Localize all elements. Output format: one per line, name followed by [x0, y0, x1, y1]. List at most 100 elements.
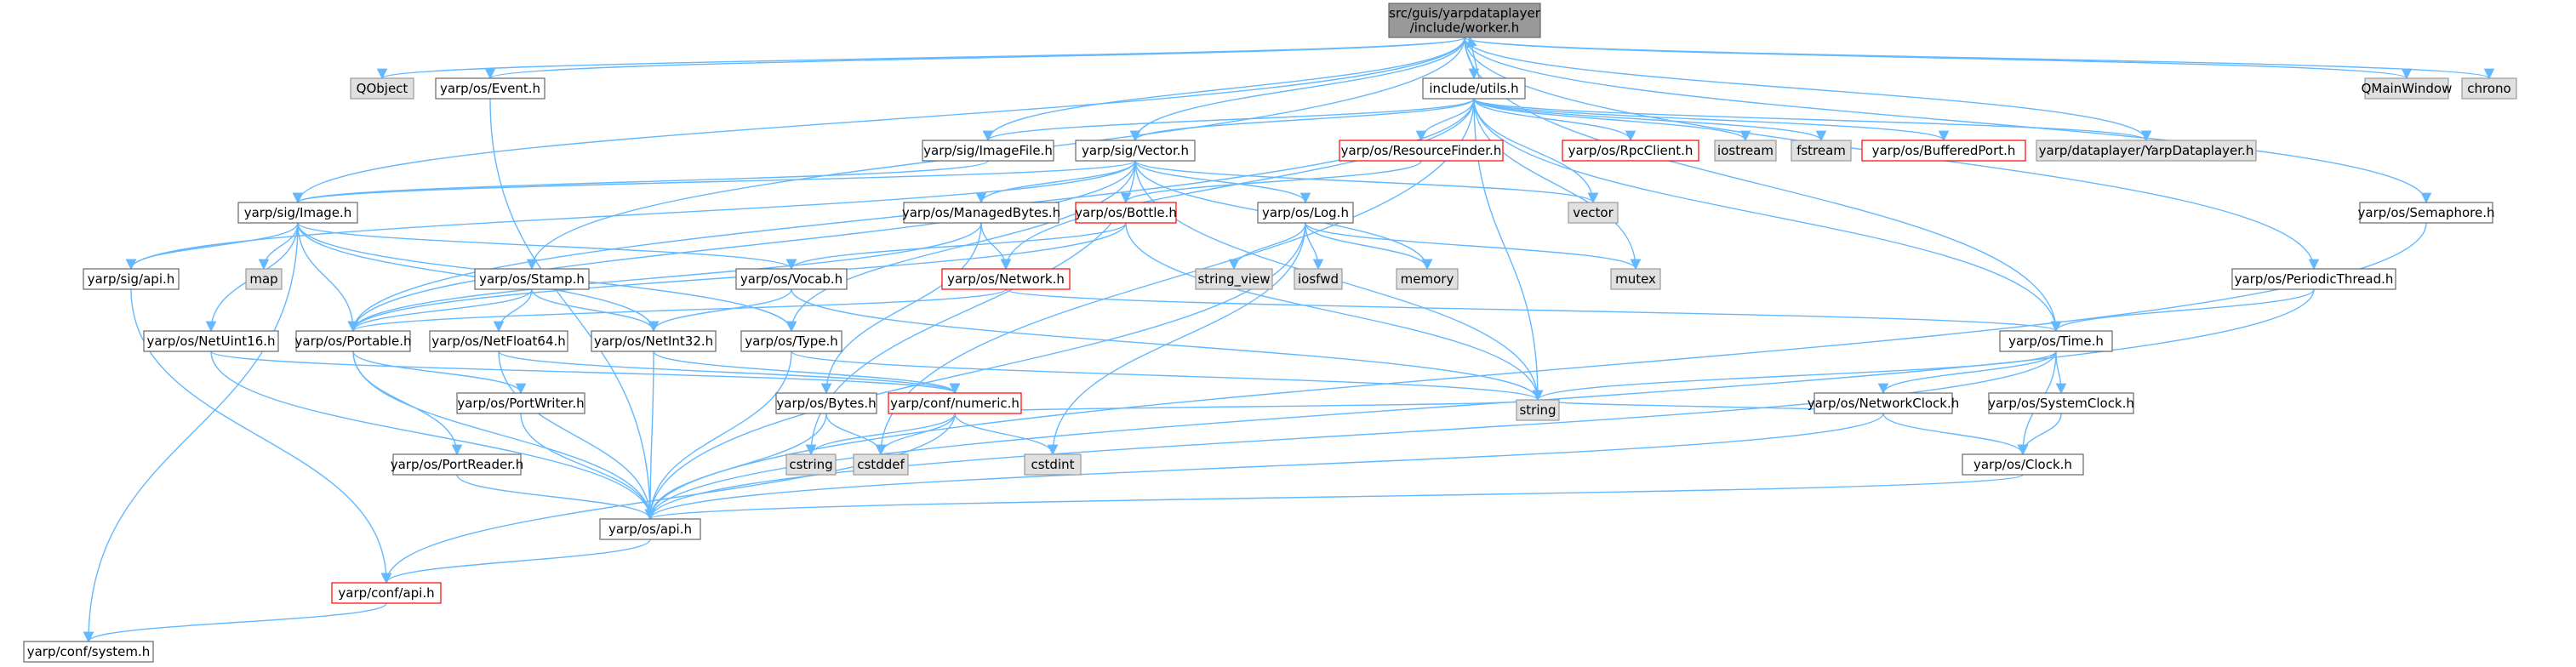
- node-osapi[interactable]: yarp/os/api.h: [599, 518, 701, 540]
- node-time[interactable]: yarp/os/Time.h: [1999, 330, 2113, 352]
- node-confsystem[interactable]: yarp/conf/system.h: [23, 641, 154, 663]
- node-box: [922, 140, 1054, 162]
- node-sigimage[interactable]: yarp/sig/Image.h: [237, 202, 358, 224]
- edge-worker-to-time: [1464, 37, 2062, 333]
- edge-confnumeric-to-cstring: [805, 413, 956, 456]
- node-cstdint: cstdint: [1024, 453, 1082, 476]
- node-network[interactable]: yarp/os/Network.h: [941, 268, 1071, 290]
- edge-utils-to-yarpdataplayer: [1473, 98, 2151, 142]
- node-label: vector: [1573, 205, 1614, 220]
- node-label: cstdint: [1031, 457, 1074, 472]
- edge-bottle-to-string: [1125, 222, 1544, 402]
- node-worker[interactable]: src/guis/yarpdataplayer/include/worker.h: [1388, 3, 1541, 38]
- edge-utils-to-time: [1473, 98, 2062, 333]
- node-label: yarp/os/Log.h: [1262, 205, 1349, 220]
- node-box: [888, 392, 1022, 414]
- node-label: yarp/conf/api.h: [338, 585, 434, 601]
- node-label: yarp/os/Network.h: [947, 271, 1065, 287]
- node-netint32[interactable]: yarp/os/NetInt32.h: [591, 330, 717, 352]
- node-portwriter[interactable]: yarp/os/PortWriter.h: [456, 392, 585, 414]
- edge-portreader-to-osapi: [456, 474, 656, 521]
- edge-sigvector-to-sigapi: [125, 160, 1136, 271]
- edge-bottle-to-vocab: [785, 222, 1127, 271]
- node-networkclock[interactable]: yarp/os/NetworkClock.h: [1808, 392, 1960, 414]
- node-bufferedport[interactable]: yarp/os/BufferedPort.h: [1861, 140, 2026, 162]
- node-label: memory: [1401, 271, 1454, 287]
- edge-sigvector-to-log: [1134, 160, 1311, 204]
- node-bottle[interactable]: yarp/os/Bottle.h: [1075, 202, 1177, 224]
- node-sigvector[interactable]: yarp/sig/Vector.h: [1075, 140, 1196, 162]
- node-clock[interactable]: yarp/os/Clock.h: [1962, 453, 2084, 476]
- node-imagefile[interactable]: yarp/sig/ImageFile.h: [922, 140, 1054, 162]
- node-vector: vector: [1568, 202, 1619, 224]
- node-vocab[interactable]: yarp/os/Vocab.h: [735, 268, 848, 290]
- node-box: [429, 330, 568, 352]
- node-label: yarp/os/ManagedBytes.h: [902, 205, 1060, 220]
- node-periodicthread[interactable]: yarp/os/PeriodicThread.h: [2231, 268, 2396, 290]
- node-label: include/utils.h: [1429, 81, 1518, 96]
- edge-utils-to-rpcclient: [1473, 98, 1636, 142]
- edge-worker-to-semaphore: [1464, 37, 2432, 204]
- node-resourcefinder[interactable]: yarp/os/ResourceFinder.h: [1339, 140, 1504, 162]
- node-box: [237, 202, 358, 224]
- edge-vocab-to-netint32: [648, 288, 792, 333]
- node-utils[interactable]: include/utils.h: [1422, 77, 1526, 100]
- edge-event-to-osapi: [489, 98, 656, 521]
- edge-vocab-to-string: [791, 288, 1544, 402]
- node-portreader[interactable]: yarp/os/PortReader.h: [391, 453, 524, 476]
- node-netuint16[interactable]: yarp/os/NetUint16.h: [143, 330, 279, 352]
- node-confnumeric[interactable]: yarp/conf/numeric.h: [888, 392, 1022, 414]
- node-box: [1988, 392, 2134, 414]
- node-rpcclient[interactable]: yarp/os/RpcClient.h: [1562, 140, 1699, 162]
- node-systemclock[interactable]: yarp/os/SystemClock.h: [1988, 392, 2134, 414]
- node-box: [853, 453, 909, 476]
- node-box: [1075, 140, 1196, 162]
- node-managedbytes[interactable]: yarp/os/ManagedBytes.h: [902, 202, 1060, 224]
- node-label: /include/worker.h: [1410, 20, 1520, 36]
- edge-stamp-to-portable: [347, 288, 533, 333]
- edge-bytes-to-osapi: [644, 413, 827, 521]
- node-box: [1568, 202, 1619, 224]
- node-label: mutex: [1615, 271, 1656, 287]
- node-stamp[interactable]: yarp/os/Stamp.h: [474, 268, 590, 290]
- edge-managedbytes-to-network: [980, 222, 1012, 271]
- node-label: yarp/os/NetInt32.h: [594, 334, 713, 349]
- node-label: fstream: [1796, 143, 1846, 158]
- node-label: yarp/os/Event.h: [440, 81, 540, 96]
- node-box: [392, 453, 522, 476]
- edge-worker-to-yarpdataplayer: [1464, 37, 2152, 142]
- node-label: chrono: [2467, 81, 2510, 96]
- edge-log-to-memory: [1305, 222, 1433, 271]
- node-type[interactable]: yarp/os/Type.h: [740, 330, 842, 352]
- node-label: iosfwd: [1298, 271, 1339, 287]
- edge-sigimage-to-confsystem: [83, 222, 299, 643]
- node-label: yarp/os/Time.h: [2008, 334, 2104, 349]
- node-label: iostream: [1717, 143, 1773, 158]
- node-label: yarp/os/NetFloat64.h: [431, 334, 566, 349]
- edge-stamp-to-netfloat64: [493, 288, 533, 333]
- edge-utils-to-worker: [1466, 36, 1480, 79]
- node-bytes[interactable]: yarp/os/Bytes.h: [775, 392, 877, 414]
- node-box: [941, 268, 1071, 290]
- node-mutex: mutex: [1610, 268, 1661, 290]
- edge-managedbytes-to-portable: [347, 222, 982, 333]
- node-semaphore[interactable]: yarp/os/Semaphore.h: [2358, 202, 2495, 224]
- node-log[interactable]: yarp/os/Log.h: [1257, 202, 1354, 224]
- node-confapi[interactable]: yarp/conf/api.h: [331, 582, 442, 604]
- node-label: yarp/os/RpcClient.h: [1568, 143, 1694, 158]
- node-netfloat64[interactable]: yarp/os/NetFloat64.h: [429, 330, 568, 352]
- node-event[interactable]: yarp/os/Event.h: [435, 77, 545, 100]
- node-box: [83, 268, 180, 290]
- node-box: [1339, 140, 1504, 162]
- node-box: [2359, 202, 2493, 224]
- edge-utils-to-bufferedport: [1473, 98, 1950, 142]
- node-box: [1388, 3, 1541, 38]
- node-box: [2231, 268, 2396, 290]
- node-label: yarp/os/api.h: [608, 522, 692, 537]
- edge-netint32-to-osapi: [644, 351, 656, 521]
- node-box: [1516, 399, 1560, 421]
- node-sigapi[interactable]: yarp/sig/api.h: [83, 268, 180, 290]
- node-portable[interactable]: yarp/os/Portable.h: [295, 330, 412, 352]
- edge-netint32-to-confnumeric: [653, 351, 961, 395]
- edge-netfloat64-to-osapi: [498, 351, 656, 521]
